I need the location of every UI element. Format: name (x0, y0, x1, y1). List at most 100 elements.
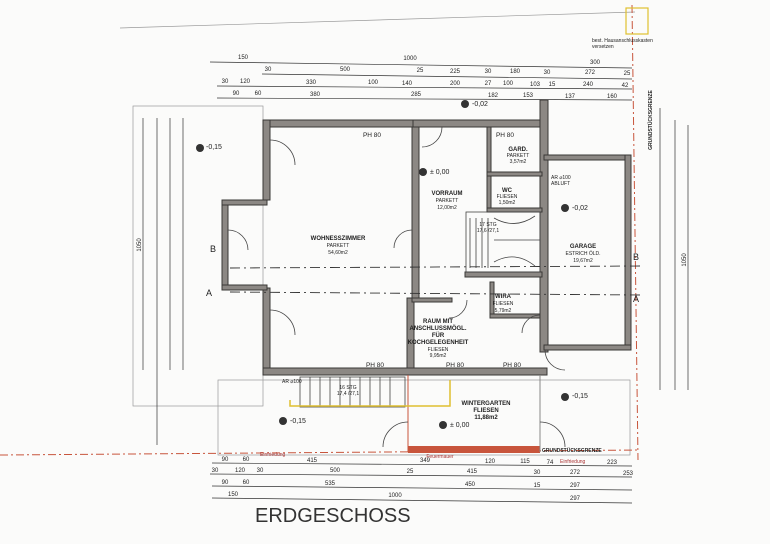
svg-text:FÜR: FÜR (432, 332, 445, 339)
window-label: PH 80 (503, 362, 521, 369)
room-vorraum: VORRAUM PARKETT 12,00m2 (432, 191, 463, 211)
svg-text:15: 15 (534, 483, 541, 489)
svg-text:74: 74 (547, 460, 554, 466)
svg-text:25: 25 (407, 469, 414, 475)
svg-text:153: 153 (523, 93, 534, 99)
svg-text:FLIESEN: FLIESEN (473, 408, 498, 414)
walls (221, 99, 632, 453)
window-label: PH 80 (363, 132, 381, 139)
svg-text:150: 150 (228, 492, 239, 498)
section-marker-b: B (633, 252, 639, 262)
svg-text:PARKETT: PARKETT (507, 153, 530, 159)
svg-text:1,50m2: 1,50m2 (499, 200, 516, 206)
svg-text:349: 349 (420, 458, 431, 464)
abluft-label: ABLUFT (551, 181, 570, 187)
svg-text:240: 240 (583, 82, 594, 88)
window-label: PH 80 (496, 132, 514, 139)
stairs-lower (289, 376, 451, 408)
svg-text:500: 500 (330, 468, 341, 474)
svg-text:19,67m2: 19,67m2 (573, 258, 593, 264)
page-title: ERDGESCHOSS (255, 505, 411, 527)
svg-text:GARD.: GARD. (508, 147, 528, 153)
svg-text:253: 253 (623, 471, 634, 477)
level-markers (196, 100, 569, 429)
svg-text:11,88m2: 11,88m2 (474, 415, 498, 421)
door-swings (227, 126, 566, 448)
svg-text:60: 60 (243, 457, 250, 463)
level-label: -0,15 (290, 418, 306, 425)
stair-upper-label: 17 STG (479, 222, 496, 228)
svg-text:WINTERGARTEN: WINTERGARTEN (462, 401, 511, 407)
svg-text:223: 223 (607, 460, 618, 466)
property-line-label: GRUNDSTÜCKSGRENZE (647, 89, 654, 149)
svg-text:297: 297 (570, 483, 581, 489)
property-line (631, 4, 639, 461)
svg-text:ANSCHLUSSMÖGL.: ANSCHLUSSMÖGL. (410, 325, 467, 332)
note-line1: best. Hausanschlusskasten (592, 38, 653, 44)
svg-text:FLIESEN: FLIESEN (497, 194, 518, 200)
svg-text:30: 30 (257, 468, 264, 474)
einfriedung-left-label: Einfriedung (260, 452, 286, 458)
svg-text:15: 15 (549, 82, 556, 88)
svg-text:137: 137 (565, 94, 576, 100)
ar-stair-label: AR ⌀100 (282, 379, 302, 385)
level-label: -0,15 (572, 393, 588, 400)
svg-text:225: 225 (450, 69, 461, 75)
svg-text:FLIESEN: FLIESEN (428, 347, 449, 353)
einfriedung-right-label: Einfriedung (560, 459, 586, 465)
svg-text:30: 30 (212, 468, 219, 474)
svg-text:WOHNESSZIMMER: WOHNESSZIMMER (311, 236, 366, 242)
stairs-upper (465, 211, 541, 273)
svg-text:500: 500 (340, 67, 351, 73)
svg-text:WIRA: WIRA (495, 294, 512, 300)
svg-text:3,57m2: 3,57m2 (510, 159, 527, 165)
dimension-labels-top: 150 1000 300 30 500 25 225 30 180 30 272… (222, 55, 631, 100)
dimension-left-total: 1050 (137, 238, 143, 252)
svg-text:9,95m2: 9,95m2 (430, 353, 447, 359)
svg-text:ESTRICH ÖLD.: ESTRICH ÖLD. (565, 250, 600, 257)
svg-text:54,60m2: 54,60m2 (328, 250, 348, 256)
svg-text:200: 200 (450, 81, 461, 87)
svg-text:GARAGE: GARAGE (570, 244, 596, 250)
svg-text:KOCHGELEGENHEIT: KOCHGELEGENHEIT (408, 340, 469, 346)
room-kochgelegenheit: RAUM MIT ANSCHLUSSMÖGL. FÜR KOCHGELEGENH… (408, 319, 469, 359)
svg-text:RAUM MIT: RAUM MIT (423, 319, 453, 325)
section-marker-b: B (210, 244, 216, 254)
room-wira: WIRA FLIESEN 5,79m2 (493, 294, 514, 314)
feuermauer-label: Feuermauer (426, 454, 454, 460)
svg-text:60: 60 (255, 91, 262, 97)
svg-text:120: 120 (235, 468, 246, 474)
svg-text:297: 297 (570, 496, 581, 502)
level-label: -0,02 (472, 101, 488, 108)
svg-text:PARKETT: PARKETT (327, 243, 350, 249)
section-a-line (229, 291, 641, 296)
window-label: PH 80 (446, 362, 464, 369)
dimension-right-total: 1050 (682, 253, 688, 267)
section-b-line (229, 265, 641, 269)
level-label: ± 0,00 (430, 169, 450, 176)
svg-text:100: 100 (368, 80, 379, 86)
level-label: ± 0,00 (450, 422, 470, 429)
room-gard: GARD. PARKETT 3,57m2 (507, 147, 530, 165)
svg-text:140: 140 (402, 81, 413, 87)
svg-text:535: 535 (325, 481, 336, 487)
stair-upper-dim: 17,6 /27,1 (477, 228, 499, 234)
svg-text:12,00m2: 12,00m2 (437, 205, 457, 211)
svg-text:60: 60 (243, 480, 250, 486)
svg-text:25: 25 (417, 68, 424, 74)
svg-text:415: 415 (467, 469, 478, 475)
svg-text:30: 30 (534, 470, 541, 476)
yard-outline (217, 379, 631, 456)
svg-text:300: 300 (590, 60, 601, 66)
svg-text:90: 90 (222, 480, 229, 486)
svg-text:PARKETT: PARKETT (436, 198, 459, 204)
room-garage: GARAGE ESTRICH ÖLD. 19,67m2 (565, 244, 600, 264)
fire-wall (408, 446, 540, 453)
section-marker-a: A (206, 288, 212, 298)
svg-text:285: 285 (411, 92, 422, 98)
svg-text:90: 90 (222, 457, 229, 463)
svg-text:1000: 1000 (388, 493, 402, 499)
svg-text:FLIESEN: FLIESEN (493, 301, 514, 307)
svg-text:VORRAUM: VORRAUM (432, 191, 463, 197)
